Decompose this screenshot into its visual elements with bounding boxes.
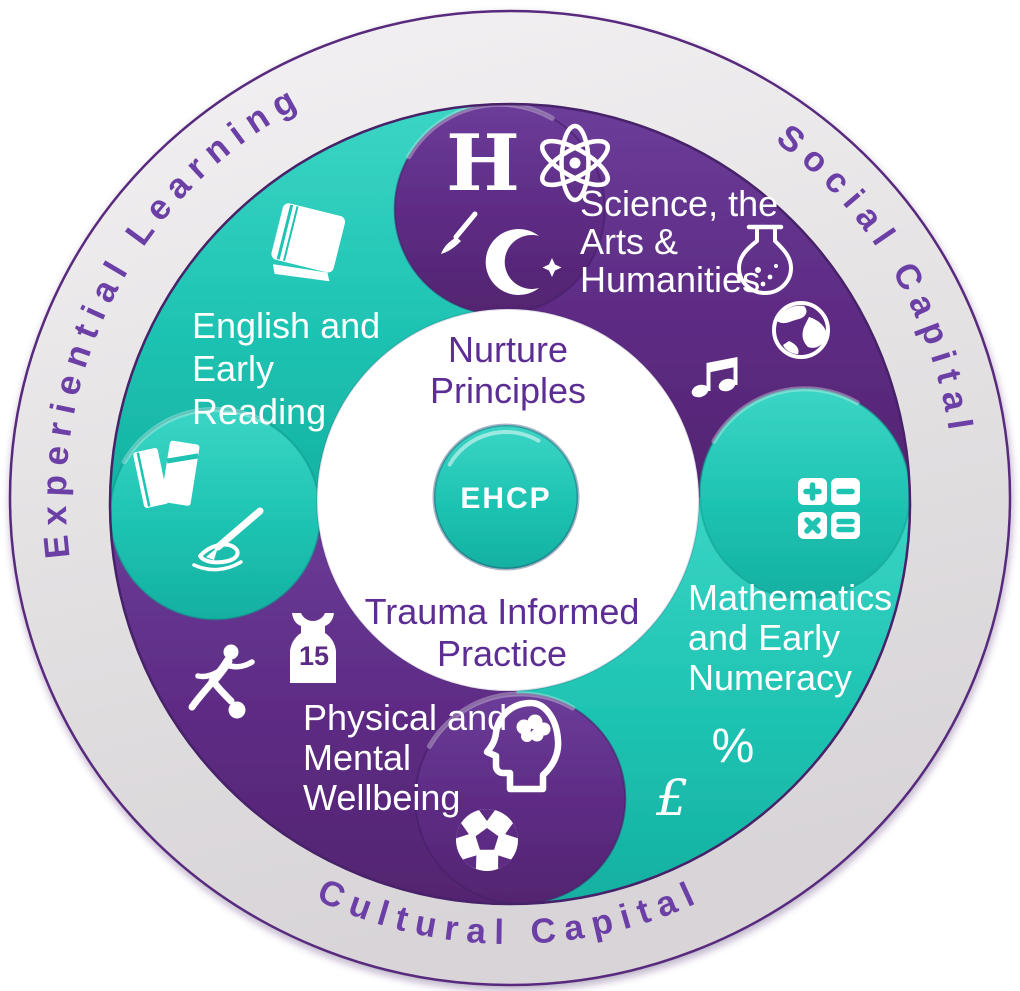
jersey-15-icon: 15 <box>290 613 336 683</box>
head-brain-icon <box>483 699 562 793</box>
cap-highlights <box>121 101 860 749</box>
writing-hand-icon <box>192 507 264 572</box>
atom-icon <box>540 123 610 203</box>
english-label-line1: English and <box>192 305 380 346</box>
soccer-ball-icon <box>456 809 518 871</box>
ehcp-hub-highlight <box>447 430 541 467</box>
ehcp-badge-label: EHCP <box>460 482 551 515</box>
english-label-line3: Reading <box>192 391 326 432</box>
nurture-principles-label-line2: Principles <box>430 370 586 411</box>
percent-symbol: % <box>712 720 755 773</box>
paintbrush-icon <box>441 211 478 254</box>
physical-label-line2: Mental <box>303 737 411 778</box>
disc-outline <box>108 102 912 906</box>
calculator-icon <box>798 478 860 539</box>
ehcp-hub <box>432 423 580 571</box>
physical-label-line1: Physical and <box>303 697 507 738</box>
science-label-line3: Humanities <box>580 259 760 300</box>
maths-label-line1: Mathematics <box>688 577 892 618</box>
maths-label-line3: Numeracy <box>688 657 852 698</box>
history-letter: H <box>446 118 520 209</box>
soccer-player-icon <box>188 644 255 719</box>
english-label-line2: Early <box>192 348 274 389</box>
physical-label-line3: Wellbeing <box>303 777 460 818</box>
flask-icon <box>737 224 793 295</box>
science-label-line2: Arts & <box>580 221 678 262</box>
crescent-star-icon <box>485 229 562 295</box>
books-pair-icon <box>133 440 200 508</box>
pound-symbol: £ <box>655 769 688 827</box>
science-label-line1: Science, the <box>580 183 778 224</box>
wheel-body <box>8 9 1012 987</box>
jersey-number: 15 <box>299 641 329 671</box>
closed-book-icon <box>271 203 346 282</box>
trauma-informed-label-line1: Trauma Informed <box>365 591 640 632</box>
globe-icon <box>772 301 830 359</box>
music-note-icon <box>691 357 738 398</box>
maths-label-line2: and Early <box>688 617 840 658</box>
nurture-principles-label-line1: Nurture <box>448 329 568 370</box>
trauma-informed-label-line2: Practice <box>437 633 567 674</box>
